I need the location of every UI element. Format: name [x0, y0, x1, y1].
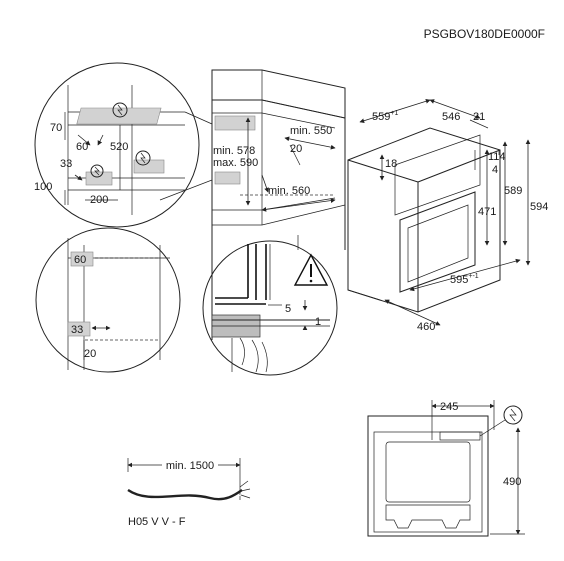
- dim-245: 245: [440, 401, 458, 413]
- dim-4: 4: [492, 164, 498, 176]
- dim-114: 114: [488, 151, 506, 163]
- dim-70: 70: [50, 122, 62, 134]
- dim-594: 594: [530, 201, 548, 213]
- dim-595-value: 595: [450, 274, 468, 286]
- cable-drawing: min. 1500 H05 V V - F: [127, 458, 251, 528]
- dim-20-mid: 20: [84, 348, 96, 360]
- dim-1: 1: [315, 316, 321, 328]
- dim-60: 60: [76, 141, 88, 153]
- power-icon: [503, 405, 523, 425]
- oven-drawing: 559+1 546 21 18 114 4 471 589 594 595+-1…: [347, 98, 548, 333]
- dim-460: 460: [417, 321, 435, 333]
- dim-33: 33: [60, 158, 72, 170]
- back-view: 245 490: [367, 400, 525, 537]
- dim-520: 520: [110, 141, 128, 153]
- detail-circle-top-left: 70 60 520 33 100 200: [34, 62, 213, 228]
- dim-559-value: 559: [372, 111, 390, 123]
- dim-546: 546: [442, 111, 460, 123]
- dim-559: 559+1: [372, 110, 398, 123]
- dim-559-sup: +1: [390, 110, 398, 117]
- dim-595-sup: +-1: [468, 273, 478, 280]
- dim-595: 595+-1: [450, 273, 479, 286]
- dim-100: 100: [34, 181, 52, 193]
- model-code: PSGBOV180DE0000F: [424, 27, 545, 41]
- dim-min-560: min. 560: [268, 185, 310, 197]
- detail-circle-mid: 5 1: [202, 240, 338, 376]
- dim-20-side: 20: [290, 143, 302, 155]
- dim-490: 490: [503, 476, 521, 488]
- dim-33-mid: 33: [71, 324, 83, 336]
- cable-length: min. 1500: [166, 460, 214, 472]
- dim-max-590: max. 590: [213, 157, 258, 169]
- dim-21: 21: [473, 111, 485, 123]
- dim-471: 471: [478, 206, 496, 218]
- dim-5: 5: [285, 303, 291, 315]
- dim-min-578: min. 578: [213, 145, 255, 157]
- dim-60-mid: 60: [74, 254, 86, 266]
- detail-circle-mid-left: 60 33 20: [35, 227, 181, 373]
- cable-type: H05 V V - F: [128, 516, 186, 528]
- dim-18: 18: [385, 158, 397, 170]
- cabinet-niche: min. 550 min. 578 max. 590 20 min. 560: [211, 69, 346, 340]
- dim-200: 200: [90, 194, 108, 206]
- dim-min-550: min. 550: [290, 125, 332, 137]
- dim-589: 589: [504, 185, 522, 197]
